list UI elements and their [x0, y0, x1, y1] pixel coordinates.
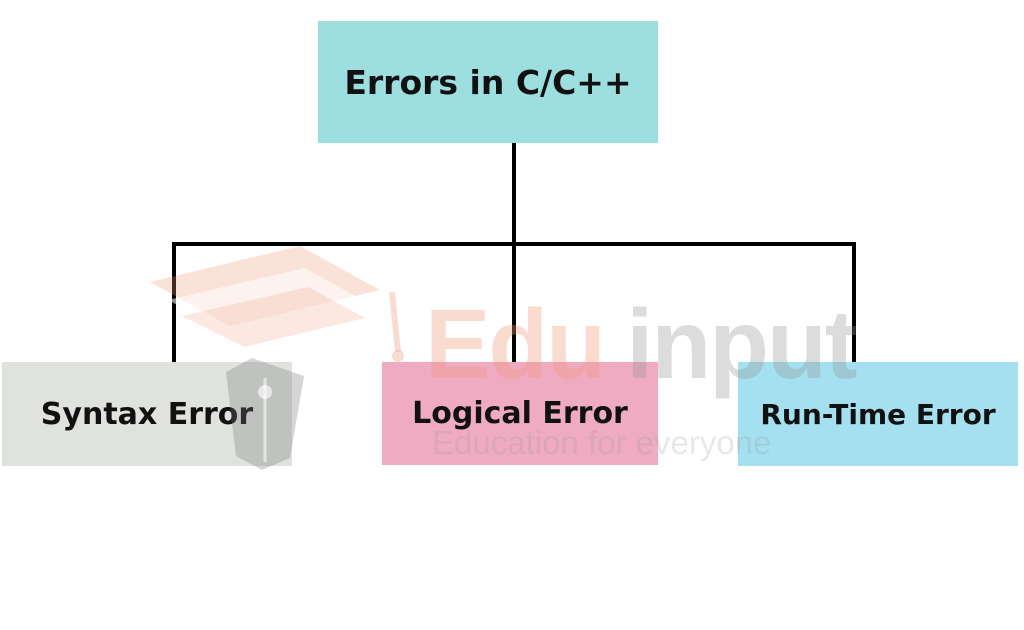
root-connector-vertical [512, 143, 516, 246]
root-node-label: Errors in C/C++ [344, 62, 632, 102]
root-node: Errors in C/C++ [318, 21, 658, 143]
logical-error-node: Logical Error [382, 362, 658, 465]
connector-runtime [852, 242, 856, 362]
runtime-error-node: Run-Time Error [738, 362, 1018, 466]
syntax-error-label: Syntax Error [40, 396, 254, 432]
runtime-error-label: Run-Time Error [760, 397, 996, 431]
logical-error-label: Logical Error [412, 396, 628, 431]
connector-logical [512, 242, 516, 362]
syntax-error-node: Syntax Error [2, 362, 292, 466]
connector-syntax [172, 242, 176, 362]
